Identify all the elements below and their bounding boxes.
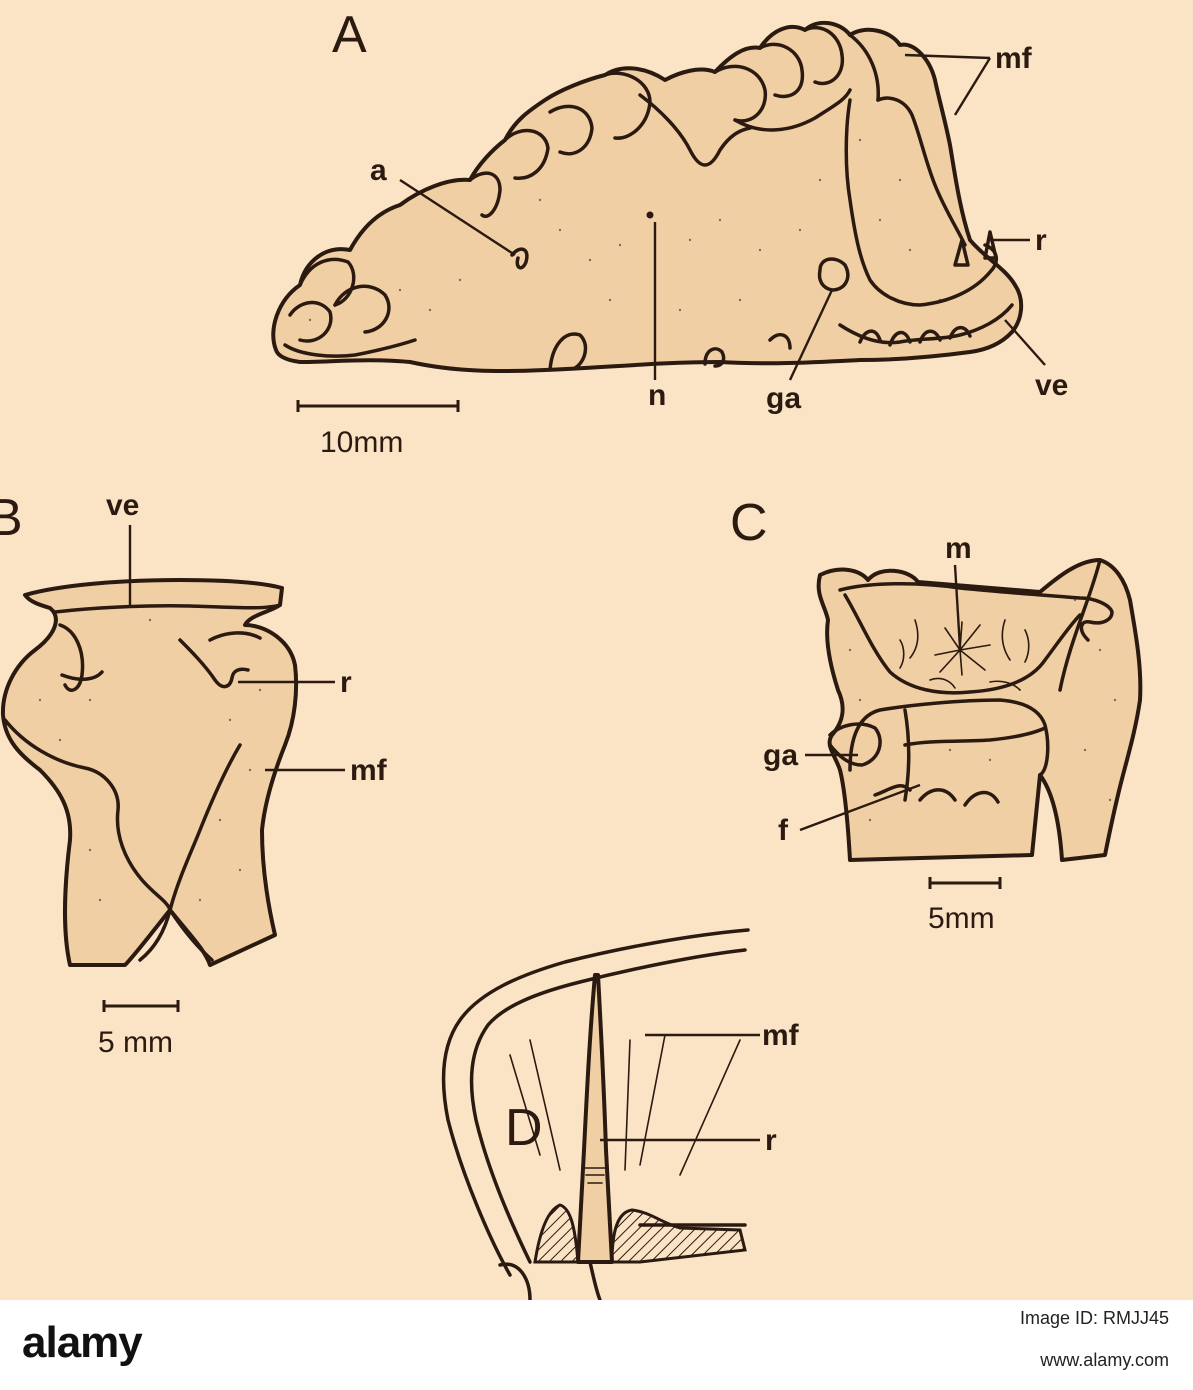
figure-plate: A (0, 0, 1193, 1300)
site-url-text[interactable]: www.alamy.com (1040, 1350, 1169, 1370)
rhinophore-b (983, 230, 998, 260)
label-a: a (370, 154, 387, 187)
panel-c: C m ga f (730, 494, 1143, 935)
anus-mark (510, 247, 529, 270)
morphology-figure: A (0, 6, 1143, 1300)
panel-c-letter: C (730, 494, 768, 552)
label-mf-b: mf (350, 754, 388, 787)
panel-a: A (271, 6, 1068, 459)
label-r-b: r (340, 666, 352, 699)
leader-m (953, 564, 962, 649)
retractor-fibres (509, 1034, 741, 1176)
panel-a-stipple (308, 138, 942, 322)
panel-d: D mf r (441, 928, 800, 1300)
leader-ga (788, 289, 834, 381)
scale-bar-c (928, 877, 1002, 889)
label-r-d: r (765, 1124, 777, 1157)
panel-d-inner-line (469, 948, 747, 1264)
panel-b-body-outline (0, 578, 299, 967)
navel-dot (646, 211, 654, 219)
panel-c-stipple (848, 598, 1117, 822)
scale-bar-a (296, 400, 460, 412)
alamy-logo-text: alamy (22, 1318, 143, 1367)
label-m: m (945, 532, 972, 565)
label-mf-a: mf (995, 42, 1033, 75)
scale-bar-b (102, 1000, 180, 1012)
panel-b-stipple (38, 618, 262, 902)
leader-mf-2 (953, 57, 992, 116)
scale-label-c: 5mm (928, 902, 995, 935)
panel-a-body-outline (271, 20, 1024, 374)
image-id-text: Image ID: RMJJ45 (1019, 1308, 1169, 1328)
panel-c-body-outline (816, 558, 1143, 862)
genital-aperture (817, 257, 850, 292)
leader-f (799, 783, 921, 832)
scale-label-b: 5 mm (98, 1026, 173, 1059)
panel-b: B ve r mf 5 mm (0, 489, 388, 1059)
label-mf-d: mf (762, 1019, 800, 1052)
scale-label-a: 10mm (320, 426, 403, 459)
leader-a (399, 178, 516, 257)
label-r-a: r (1035, 224, 1047, 257)
label-ga: ga (766, 382, 801, 415)
stock-footer-bar: alamy Image ID: RMJJ45 www.alamy.com (0, 1300, 1193, 1390)
panel-d-letter: D (505, 1099, 543, 1157)
label-n: n (648, 379, 666, 412)
panel-b-letter: B (0, 489, 23, 547)
rhinophore-shaft (576, 973, 614, 1264)
panel-a-letter: A (332, 6, 367, 64)
leader-ve-a (1004, 319, 1046, 366)
leader-mf-1 (904, 53, 991, 60)
rhinophore-a (953, 238, 970, 267)
label-ga-c: ga (763, 739, 798, 772)
label-ve-a: ve (1035, 369, 1068, 402)
panel-d-outer-line (441, 928, 750, 1277)
mouth-folds (899, 619, 1030, 691)
sheath-left (533, 1203, 580, 1264)
sheath-right (610, 1208, 747, 1264)
label-ve-b: ve (106, 489, 139, 522)
label-f: f (778, 814, 789, 847)
